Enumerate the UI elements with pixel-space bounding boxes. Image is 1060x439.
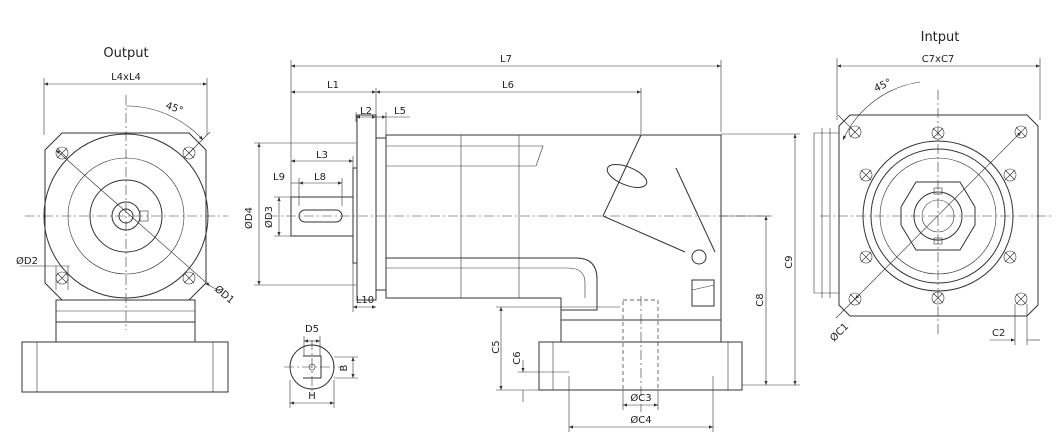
dim-l9: L9 <box>273 172 285 183</box>
dim-c9: C9 <box>784 255 795 268</box>
input-title: Intput <box>921 30 960 45</box>
dim-c3: ØC3 <box>630 392 651 404</box>
dim-d3: ØD3 <box>263 206 275 228</box>
dim-c5: C5 <box>491 340 502 353</box>
dim-angle-input: 45° <box>873 77 894 94</box>
dim-l8: L8 <box>314 172 326 183</box>
dim-c4: ØC4 <box>630 414 651 426</box>
output-view: Output L4xL4 ØD1 45° <box>16 46 237 393</box>
dim-d5: D5 <box>305 324 319 335</box>
dim-d4: ØD4 <box>243 207 255 229</box>
side-view: L7 L1 L6 L2 L5 L3 L9 L8 ØD4 Ø <box>243 54 800 432</box>
dim-l10: L10 <box>356 295 374 306</box>
dim-d2: ØD2 <box>16 255 38 267</box>
shaft-section-view: D5 B H <box>284 324 358 408</box>
output-title: Output <box>103 46 148 61</box>
side-body-outline <box>385 134 722 321</box>
dim-l6: L6 <box>502 80 514 91</box>
dim-h: H <box>308 391 316 402</box>
dim-l3: L3 <box>316 150 328 161</box>
dim-c2: C2 <box>992 328 1005 339</box>
input-view: Intput C7xC7 <box>813 30 1052 345</box>
dim-b: B <box>339 364 350 371</box>
dim-l2: L2 <box>360 106 372 117</box>
dim-c6: C6 <box>512 351 523 364</box>
dim-l5: L5 <box>394 106 406 117</box>
dim-d1: ØD1 <box>212 283 237 306</box>
dim-c7xc7: C7xC7 <box>922 54 955 65</box>
dim-l4xl4: L4xL4 <box>111 72 141 83</box>
dim-c1: ØC1 <box>828 321 851 344</box>
dim-l1: L1 <box>327 80 339 91</box>
dim-c8: C8 <box>755 293 766 306</box>
dim-l7: L7 <box>500 54 512 65</box>
